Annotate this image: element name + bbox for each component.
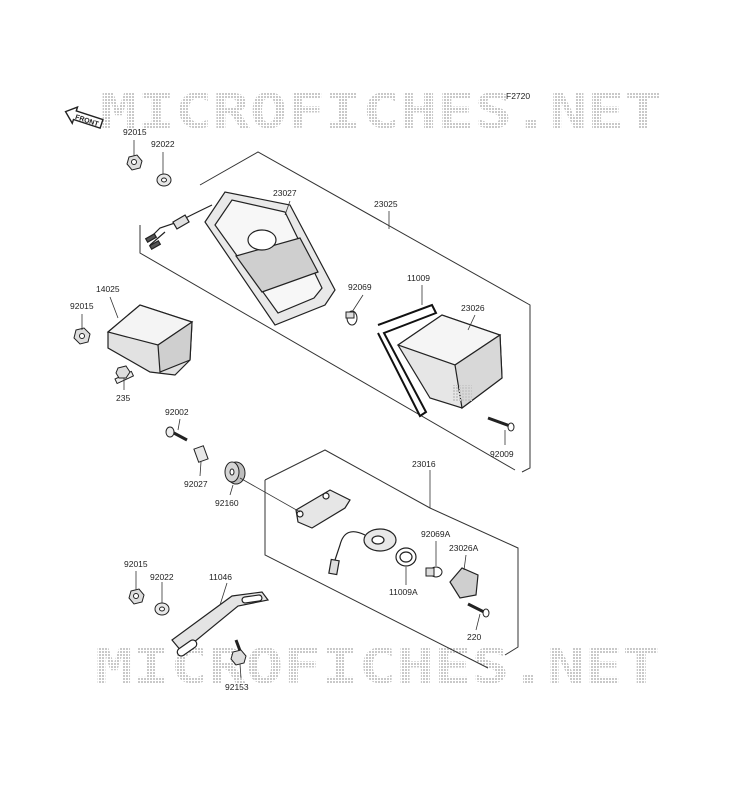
- lens-23026: [396, 314, 503, 410]
- bracket-11046: [171, 591, 270, 657]
- leader-lines: [81, 140, 506, 679]
- label-11009: 11009: [407, 273, 430, 283]
- collar-92027: [193, 445, 209, 463]
- license-light-socket: [328, 528, 397, 576]
- label-92002: 92002: [165, 407, 189, 417]
- bolt-92153: [230, 639, 247, 666]
- label-92022-top: 92022: [151, 139, 175, 149]
- label-14025: 14025: [96, 284, 120, 294]
- screw-220: [467, 602, 490, 618]
- label-11046: 11046: [209, 572, 232, 582]
- label-92015-mid: 92015: [70, 301, 94, 311]
- label-23025: 23025: [374, 199, 398, 209]
- nut-92015-bottom: [128, 588, 145, 605]
- bulb-92069: [345, 310, 358, 326]
- washer-92022-bottom: [154, 602, 170, 616]
- label-23016: 23016: [412, 459, 436, 469]
- nut-92015-top: [126, 154, 143, 171]
- screw-92009: [487, 416, 515, 432]
- label-23027: 23027: [273, 188, 297, 198]
- gasket-11009: [377, 303, 438, 418]
- lens-23026A: [449, 567, 479, 599]
- label-92015-bottom: 92015: [124, 559, 148, 569]
- grommet-92160: [224, 461, 246, 485]
- label-23026A: 23026A: [449, 543, 479, 553]
- cover-14025: [106, 304, 194, 376]
- gasket-11009A: [395, 547, 417, 567]
- front-arrow-icon: FRONT: [64, 105, 104, 129]
- label-235: 235: [116, 393, 130, 403]
- screw-92002: [165, 426, 188, 442]
- label-92069: 92069: [348, 282, 372, 292]
- license-light-bracket: [295, 489, 351, 529]
- bulb-92069A: [425, 566, 443, 578]
- label-92015-top: 92015: [123, 127, 147, 137]
- taillight-housing-23027: [144, 191, 336, 326]
- label-92153: 92153: [225, 682, 249, 692]
- label-92027: 92027: [184, 479, 208, 489]
- label-92069A: 92069A: [421, 529, 451, 539]
- nut-92015-mid: [73, 327, 91, 345]
- watermark-top: MICROFICHES.NET: [100, 84, 662, 140]
- diagram-code: F2720: [506, 91, 530, 101]
- label-92160: 92160: [215, 498, 239, 508]
- label-92022-bottom: 92022: [150, 572, 174, 582]
- washer-92022-top: [156, 173, 172, 187]
- label-92009: 92009: [490, 449, 514, 459]
- assembly-frame-23016: [264, 449, 519, 669]
- label-11009A: 11009A: [389, 587, 418, 597]
- assembly-frame-23025: [139, 151, 531, 473]
- label-220: 220: [467, 632, 481, 642]
- bolt-235: [114, 365, 135, 385]
- label-23026: 23026: [461, 303, 485, 313]
